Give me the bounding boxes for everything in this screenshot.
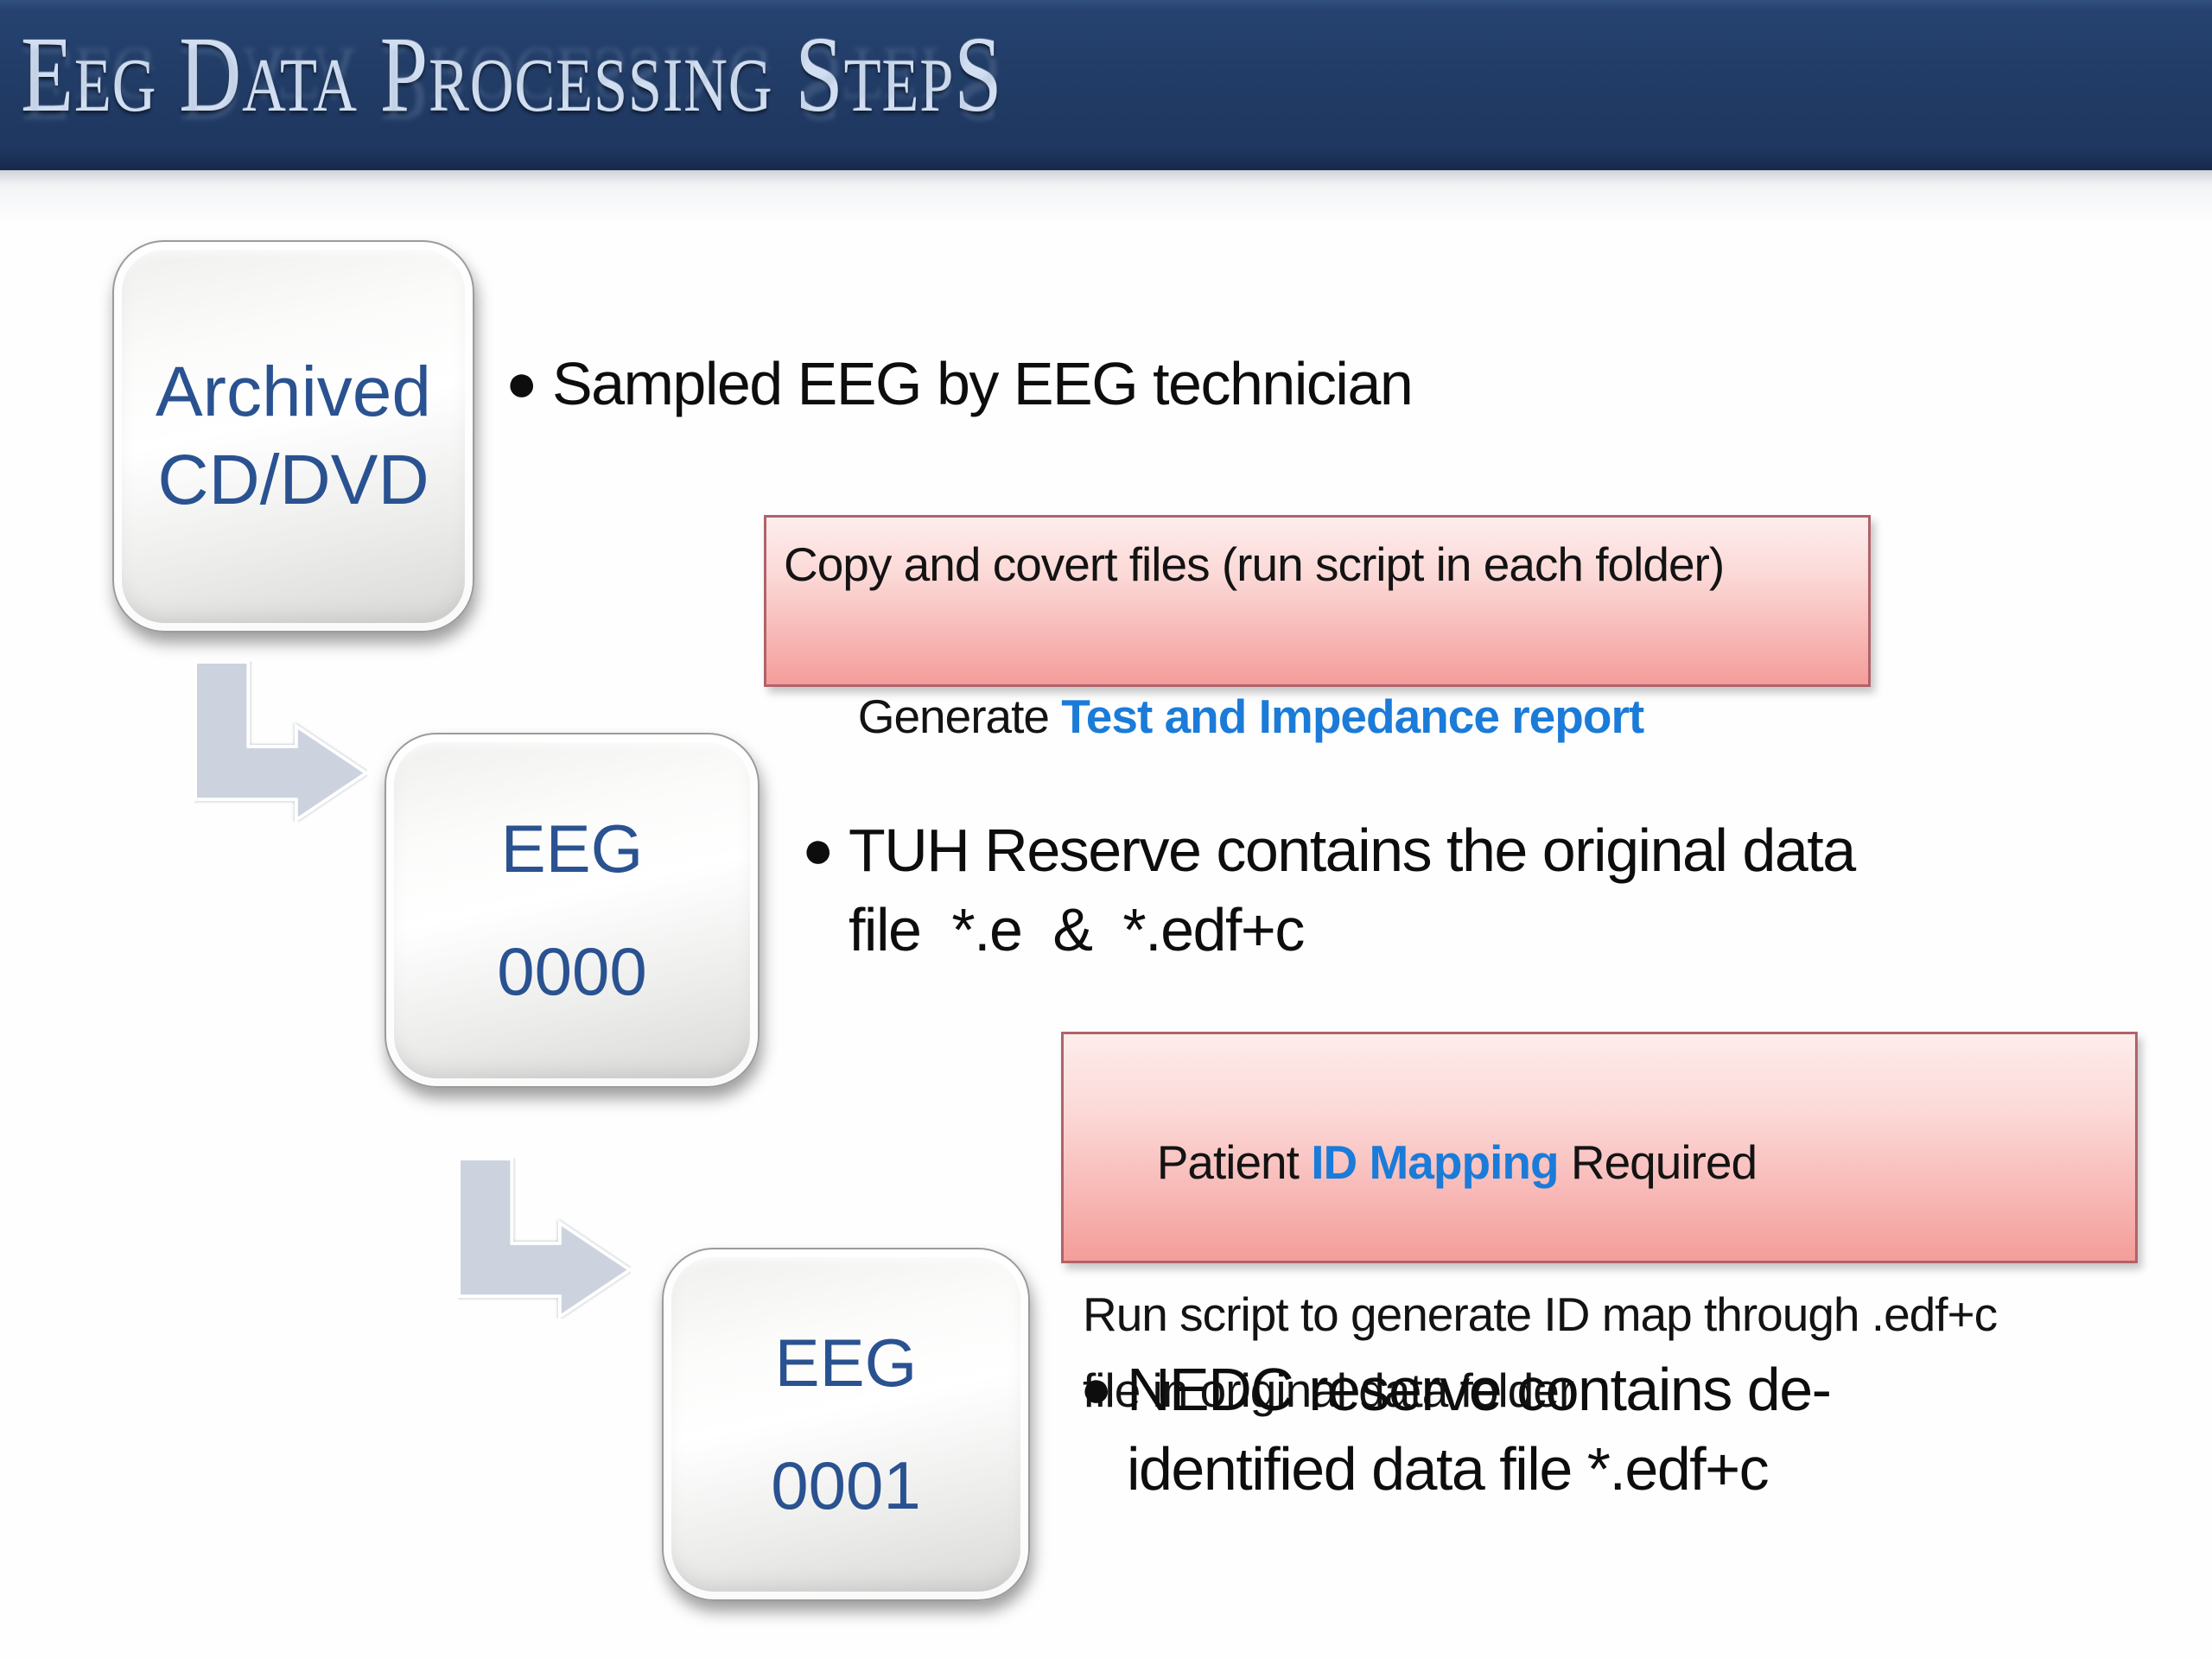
flow-box-eeg-0001: EEG 0001 (662, 1248, 1030, 1601)
bullet-sampled-eeg: ● Sampled EEG by EEG technician (505, 344, 1414, 423)
bullet-icon: ● (1080, 1359, 1112, 1419)
note-line: Copy and covert files (run script in eac… (784, 537, 1725, 591)
note-line: file in original data folder (1083, 1363, 1574, 1417)
bullet-text: TUH Reserve contains the original data (848, 817, 1856, 884)
note-highlight: ID Mapping (1311, 1135, 1559, 1189)
bullet-text: identified data file *.edf+c (1126, 1435, 1770, 1503)
page-title-reflection: Eeg Data Processing StepS (21, 24, 1003, 143)
box-label-line: Archived (155, 353, 432, 432)
bullet-nedc-reserve: ● NEDC reserve contains de- identified d… (1080, 1350, 1832, 1509)
page-title: Eeg Data Processing StepS (21, 16, 1003, 135)
header-shadow (0, 170, 2212, 222)
note-highlight: Test and Impedance report (1061, 690, 1644, 743)
note-line: Patient ID Mapping Required (1083, 1048, 2116, 1276)
box-label-line: 0001 (771, 1446, 921, 1523)
bullet-icon: ● (802, 820, 834, 880)
box-label-line: CD/DVD (157, 441, 429, 519)
bullet-text: Sampled EEG by EEG technician (551, 350, 1414, 417)
note-text: Generate (857, 690, 1062, 743)
bullet-text: file *.e & *.edf+c (848, 896, 1305, 963)
note-line: Generate Test and Impedance report (784, 602, 1851, 830)
bullet-icon: ● (505, 353, 537, 413)
flow-box-eeg-0000: EEG 0000 (385, 733, 760, 1088)
note-id-mapping: Patient ID Mapping Required Run script t… (1061, 1032, 2138, 1417)
flow-box-archived-cd-dvd: Archived CD/DVD (112, 240, 474, 632)
box-label-line: EEG (500, 810, 644, 887)
slide-header: Eeg Data Processing StepS Eeg Data Proce… (0, 0, 2212, 170)
elbow-arrow-icon (458, 1158, 631, 1319)
box-label-line: 0000 (497, 932, 647, 1009)
box-label-line: EEG (774, 1324, 918, 1401)
elbow-arrow-icon (194, 661, 367, 822)
note-text: Required (1558, 1135, 1758, 1189)
bullet-tuh-reserve: ● TUH Reserve contains the original data… (802, 810, 1856, 969)
note-line: Run script to generate ID map through .e… (1083, 1287, 1998, 1341)
note-copy-convert: Copy and covert files (run script in eac… (764, 515, 1871, 743)
bullet-text: NEDC reserve contains de- (1126, 1356, 1832, 1423)
note-text: Patient (1156, 1135, 1312, 1189)
